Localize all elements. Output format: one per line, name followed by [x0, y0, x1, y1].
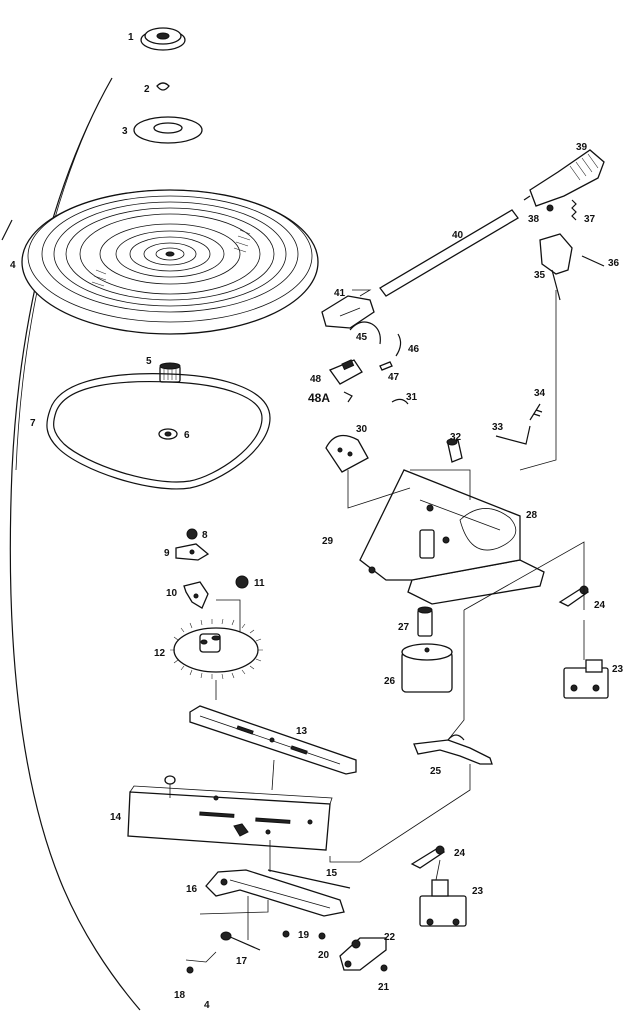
label-9: 9: [164, 548, 170, 559]
label-46: 46: [408, 344, 420, 355]
part-4-platter: [21, 189, 319, 335]
label-39: 39: [576, 142, 588, 153]
label-20: 20: [318, 950, 330, 961]
part-41-headshell: [321, 295, 375, 329]
label-14: 14: [110, 812, 122, 823]
label-45: 45: [356, 332, 368, 343]
part-47-spring: [379, 361, 393, 371]
part-22-switch: [339, 937, 387, 971]
label-16: 16: [186, 884, 198, 895]
label-24-upper: 24: [594, 600, 606, 611]
part-46-lead-clip: [395, 333, 402, 357]
label-2: 2: [144, 84, 150, 95]
label-23-lower: 23: [472, 886, 484, 897]
part-31-needle: [391, 398, 409, 405]
label-3: 3: [122, 126, 128, 137]
label-5: 5: [146, 356, 152, 367]
label-19: 19: [298, 930, 310, 941]
part-3-washer: [133, 116, 203, 144]
label-33: 33: [492, 422, 504, 433]
part-2-clip: [156, 82, 170, 91]
part-23-switch-bracket-lower: [419, 879, 467, 927]
label-17: 17: [236, 956, 248, 967]
label-13: 13: [296, 726, 308, 737]
label-26: 26: [384, 676, 396, 687]
part-37-spring: [571, 199, 577, 221]
part-30-cartridge: [325, 434, 369, 473]
label-37: 37: [584, 214, 596, 225]
part-7-drive-belt: [46, 373, 271, 490]
part-17-screw: [220, 931, 261, 951]
label-32: 32: [450, 432, 462, 443]
label-7: 7: [30, 418, 36, 429]
label-34: 34: [534, 388, 546, 399]
label-8: 8: [202, 530, 208, 541]
label-30: 30: [356, 424, 368, 435]
label-27: 27: [398, 622, 410, 633]
label-41: 41: [334, 288, 346, 299]
part-13-slide-bar: [189, 705, 357, 775]
part-34-spring: [529, 403, 543, 421]
part-24-clip-lower: [410, 845, 446, 869]
part-48-cartridge: [328, 359, 363, 385]
part-5-pulley: [159, 362, 181, 383]
part-19-screw: [282, 930, 290, 938]
label-11: 11: [254, 578, 265, 589]
part-12-gear: [170, 618, 263, 680]
label-35: 35: [534, 270, 546, 281]
label-22: 22: [384, 932, 396, 943]
part-26-motor: [401, 643, 453, 693]
part-35-arm-holder: [539, 233, 573, 301]
part-38-screw: [546, 204, 554, 212]
label-48: 48: [310, 374, 322, 385]
part-labels: 1 2 3 4 5 6 7 8 9 10 11 12 13 14 15 16 1…: [10, 32, 624, 1011]
part-48a-stylus: [343, 391, 353, 403]
part-21-screw: [380, 964, 388, 972]
label-28: 28: [526, 510, 538, 521]
part-32-pivot: [446, 438, 463, 463]
label-10: 10: [166, 588, 178, 599]
part-39-counterweight: [523, 149, 605, 207]
label-38: 38: [528, 214, 540, 225]
part-20-spring: [318, 932, 326, 940]
part-11-washer: [235, 575, 249, 589]
part-33-lever: [495, 425, 531, 445]
label-24-lower: 24: [454, 848, 466, 859]
part-40-tonearm-tube: [379, 209, 519, 297]
part-10-lever: [183, 581, 209, 609]
label-47: 47: [388, 372, 400, 383]
part-6-hub: [158, 428, 178, 440]
label-40: 40: [452, 230, 464, 241]
label-21: 21: [378, 982, 390, 993]
part-18-screw: [186, 966, 194, 974]
part-15-rod: [267, 869, 351, 889]
part-27-pulley: [417, 606, 433, 637]
label-36: 36: [608, 258, 620, 269]
part-29-shaft: [419, 529, 435, 559]
label-31: 31: [406, 392, 418, 403]
label-23-upper: 23: [612, 664, 624, 675]
assembly-lines: [185, 289, 585, 963]
part-16-linkage: [205, 869, 345, 917]
label-29: 29: [322, 536, 334, 547]
part-9-bracket: [175, 543, 210, 561]
label-6: 6: [184, 430, 190, 441]
part-25-bracket: [413, 734, 493, 765]
label-4: 4: [10, 260, 16, 271]
part-23-switch-bracket-upper: [563, 659, 609, 699]
part-45-lead-wire: [349, 321, 381, 345]
label-4-bottom: 4: [204, 1000, 210, 1011]
part-8-screw: [186, 528, 198, 540]
label-18: 18: [174, 990, 186, 1001]
part-36-pin: [581, 255, 605, 267]
label-15: 15: [326, 868, 338, 879]
label-12: 12: [154, 648, 166, 659]
label-1: 1: [128, 32, 134, 43]
label-48a: 48A: [308, 391, 330, 405]
part-1-spindle-cap: [140, 27, 186, 51]
part-14-base-plate: [127, 775, 333, 851]
label-25: 25: [430, 766, 442, 777]
part-28-chassis: [359, 469, 545, 605]
